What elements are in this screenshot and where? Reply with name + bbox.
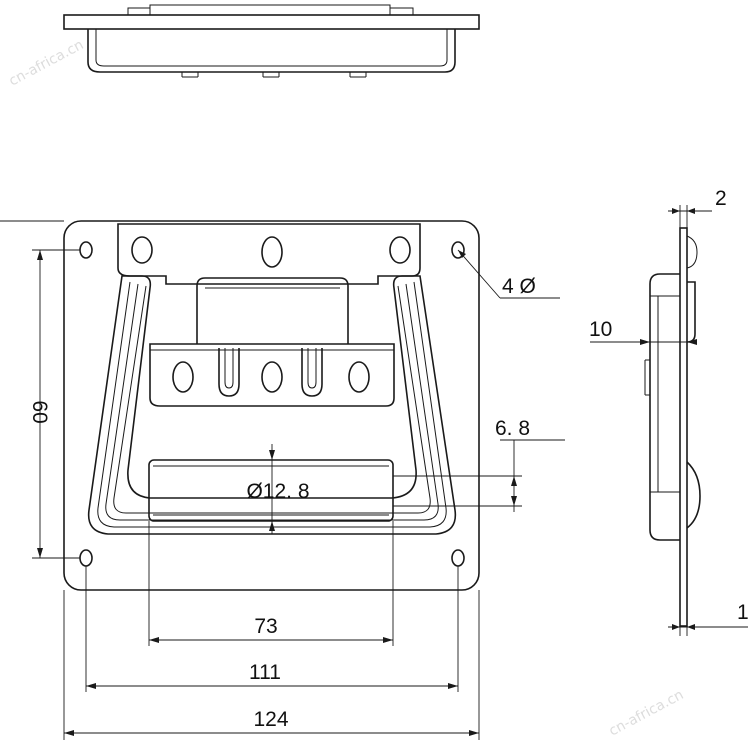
handle-grip [148, 459, 394, 522]
dim-10-label: 10 [589, 318, 612, 341]
dim-2-arrows [672, 208, 695, 214]
side-view [644, 227, 701, 627]
dim-hole-leader-arrow [458, 250, 466, 258]
dim-2-label: 2 [715, 187, 727, 210]
strip-slot-left [218, 348, 240, 397]
dim-60-label: 60 [28, 400, 51, 423]
top-view-body [87, 29, 456, 73]
dim-1-label: 1 [737, 601, 749, 624]
hinge-block [196, 277, 349, 344]
recess-outer-outline [87, 275, 457, 535]
strip-slot-right-inner [307, 348, 317, 389]
side-view-dimensions: 2 10 1 [589, 187, 749, 636]
strip-slot-right [301, 348, 323, 397]
side-view-plate [679, 227, 688, 627]
mount-hole-top-right [451, 241, 465, 259]
mounting-strip [149, 343, 395, 407]
watermark-bottom-right: cn-africa.cn [606, 687, 686, 740]
side-view-grip-bulge [686, 461, 701, 529]
bracket-hole-left [131, 236, 153, 264]
top-view-right-tab [390, 7, 414, 15]
front-view-plate [63, 220, 480, 591]
top-view-flange [63, 14, 480, 30]
dim-111-label: 111 [249, 661, 281, 684]
dim-hole-label: 4 Ø [502, 275, 536, 298]
front-view [63, 220, 480, 591]
mount-hole-top-left [79, 241, 93, 259]
side-view-body [649, 273, 680, 541]
top-view-handle-bar [149, 4, 391, 16]
bracket-hole-right [389, 236, 411, 264]
dim-offset-label: 6. 8 [495, 417, 530, 440]
strip-slot-left-inner [224, 348, 234, 389]
side-view-hinge-knuckle [686, 235, 698, 269]
strip-hole-3 [348, 361, 370, 393]
mount-hole-bottom-left [79, 549, 93, 567]
front-view-dimensions: 124 111 73 60 4 Ø Ø12. 8 6. 8 [0, 220, 565, 740]
bracket-hole-center [261, 236, 283, 268]
top-bracket [117, 223, 421, 285]
top-view-inner-wall [95, 29, 448, 67]
top-view-left-tab [127, 7, 150, 15]
strip-hole-2 [261, 361, 283, 393]
dim-hole-leader [457, 249, 501, 299]
dim-1-arrows [672, 624, 695, 630]
watermark-top-left: cn-africa.cn [6, 37, 86, 90]
dim-124-label: 124 [253, 708, 288, 731]
dim-grip-diameter-label: Ø12. 8 [246, 480, 309, 503]
dim-offset-arrows [511, 476, 517, 506]
dim-73-label: 73 [254, 615, 277, 638]
mount-hole-bottom-right [451, 549, 465, 567]
top-view [63, 4, 480, 78]
strip-hole-1 [172, 361, 194, 393]
side-view-handle-fold [686, 281, 696, 343]
